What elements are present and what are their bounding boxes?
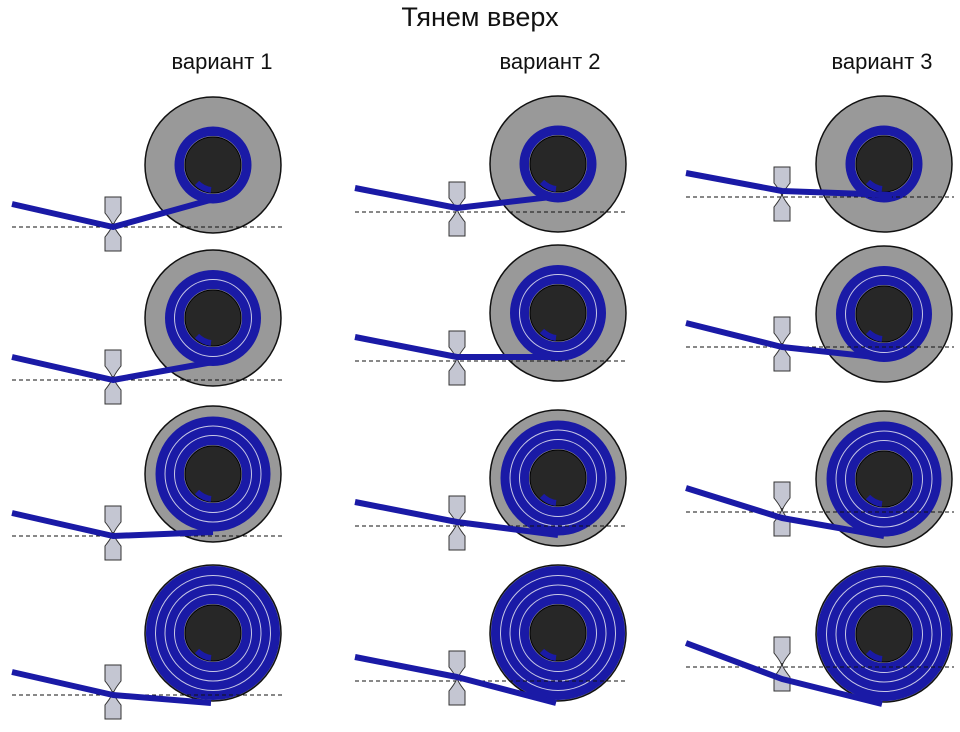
tape-coil-line — [174, 435, 252, 513]
tape-coil-line — [519, 274, 597, 352]
tape-strip — [11, 194, 222, 230]
guide-roller-bottom — [104, 375, 122, 405]
tape-coil-line — [519, 439, 597, 517]
tape-end — [194, 648, 212, 661]
guide-roller-bottom — [773, 342, 791, 372]
spool-hub — [529, 449, 587, 507]
column-label-1: вариант 1 — [171, 49, 273, 74]
spool-hub — [855, 285, 913, 343]
column-label-3: вариант 3 — [831, 49, 933, 74]
tape-coil — [500, 420, 616, 536]
tape-strip — [354, 185, 569, 211]
spool-hub — [855, 135, 913, 193]
spool-hub — [184, 136, 242, 194]
tape-strip — [685, 485, 885, 539]
guide-roller-top — [773, 636, 791, 668]
guide-roller-top — [104, 664, 122, 696]
reel-unit — [11, 96, 283, 252]
tape-coil-line — [174, 279, 252, 357]
guide-roller-bottom — [104, 690, 122, 720]
tape-coil-line — [845, 440, 923, 518]
tape-strip — [354, 654, 557, 706]
tape-end — [865, 494, 883, 507]
reel-unit — [354, 95, 628, 237]
tape-end — [194, 333, 212, 346]
spool-hub — [184, 445, 242, 503]
tape-coil-line — [835, 585, 933, 683]
tape-strip — [684, 640, 883, 707]
tape-coil-line — [835, 430, 933, 528]
tape-end — [539, 179, 557, 192]
reel-unit — [354, 244, 628, 386]
tape-coil-line — [845, 275, 923, 353]
reel-unit — [11, 249, 283, 405]
tape-end — [865, 649, 883, 662]
tape-strip — [685, 170, 893, 198]
reel-unit — [354, 564, 628, 706]
tape-coil — [826, 421, 942, 537]
tape-coil-line — [500, 575, 616, 691]
diagram-title: Тянем вверх — [401, 2, 559, 32]
tape-coil-line — [519, 594, 597, 672]
spool-hub — [184, 289, 242, 347]
spool-hub — [529, 284, 587, 342]
tape-strip — [11, 510, 214, 539]
spool-hub — [529, 604, 587, 662]
tape-coil — [155, 416, 271, 532]
tape-coil-line — [164, 425, 262, 523]
tape-coil — [845, 125, 923, 203]
spool-hub — [184, 604, 242, 662]
guide-roller-top — [773, 481, 791, 513]
tape-strip — [11, 354, 214, 383]
reel-unit — [11, 564, 283, 720]
tape-end — [194, 489, 212, 502]
reel-unit — [685, 245, 954, 383]
guide-roller-bottom — [104, 222, 122, 252]
guide-roller-top — [104, 505, 122, 537]
tape-coil-line — [174, 594, 252, 672]
tape-coil-line — [845, 595, 923, 673]
spool-hub — [529, 135, 587, 193]
tape-strip — [354, 334, 558, 360]
tape-coil-line — [826, 576, 942, 692]
tape-end — [539, 328, 557, 341]
reel-unit — [685, 410, 954, 548]
reel-unit — [685, 95, 954, 233]
tape-end — [539, 493, 557, 506]
reel-unit — [684, 565, 954, 707]
tape-coil-line — [155, 575, 271, 691]
spool-hub — [855, 605, 913, 663]
tape-end — [865, 179, 883, 192]
guide-roller-bottom — [104, 531, 122, 561]
tape-end — [539, 648, 557, 661]
tape-end — [865, 329, 883, 342]
tape-end — [194, 180, 212, 193]
guide-roller-top — [104, 349, 122, 381]
spool-hub — [855, 450, 913, 508]
tape-strip — [354, 499, 559, 538]
tape-coil-line — [164, 584, 262, 682]
reel-unit — [354, 409, 628, 551]
guide-roller-top — [773, 316, 791, 348]
reel-unit — [11, 405, 283, 561]
tape-strip — [685, 320, 885, 361]
column-label-2: вариант 2 — [499, 49, 601, 74]
tape-strip — [11, 669, 212, 706]
